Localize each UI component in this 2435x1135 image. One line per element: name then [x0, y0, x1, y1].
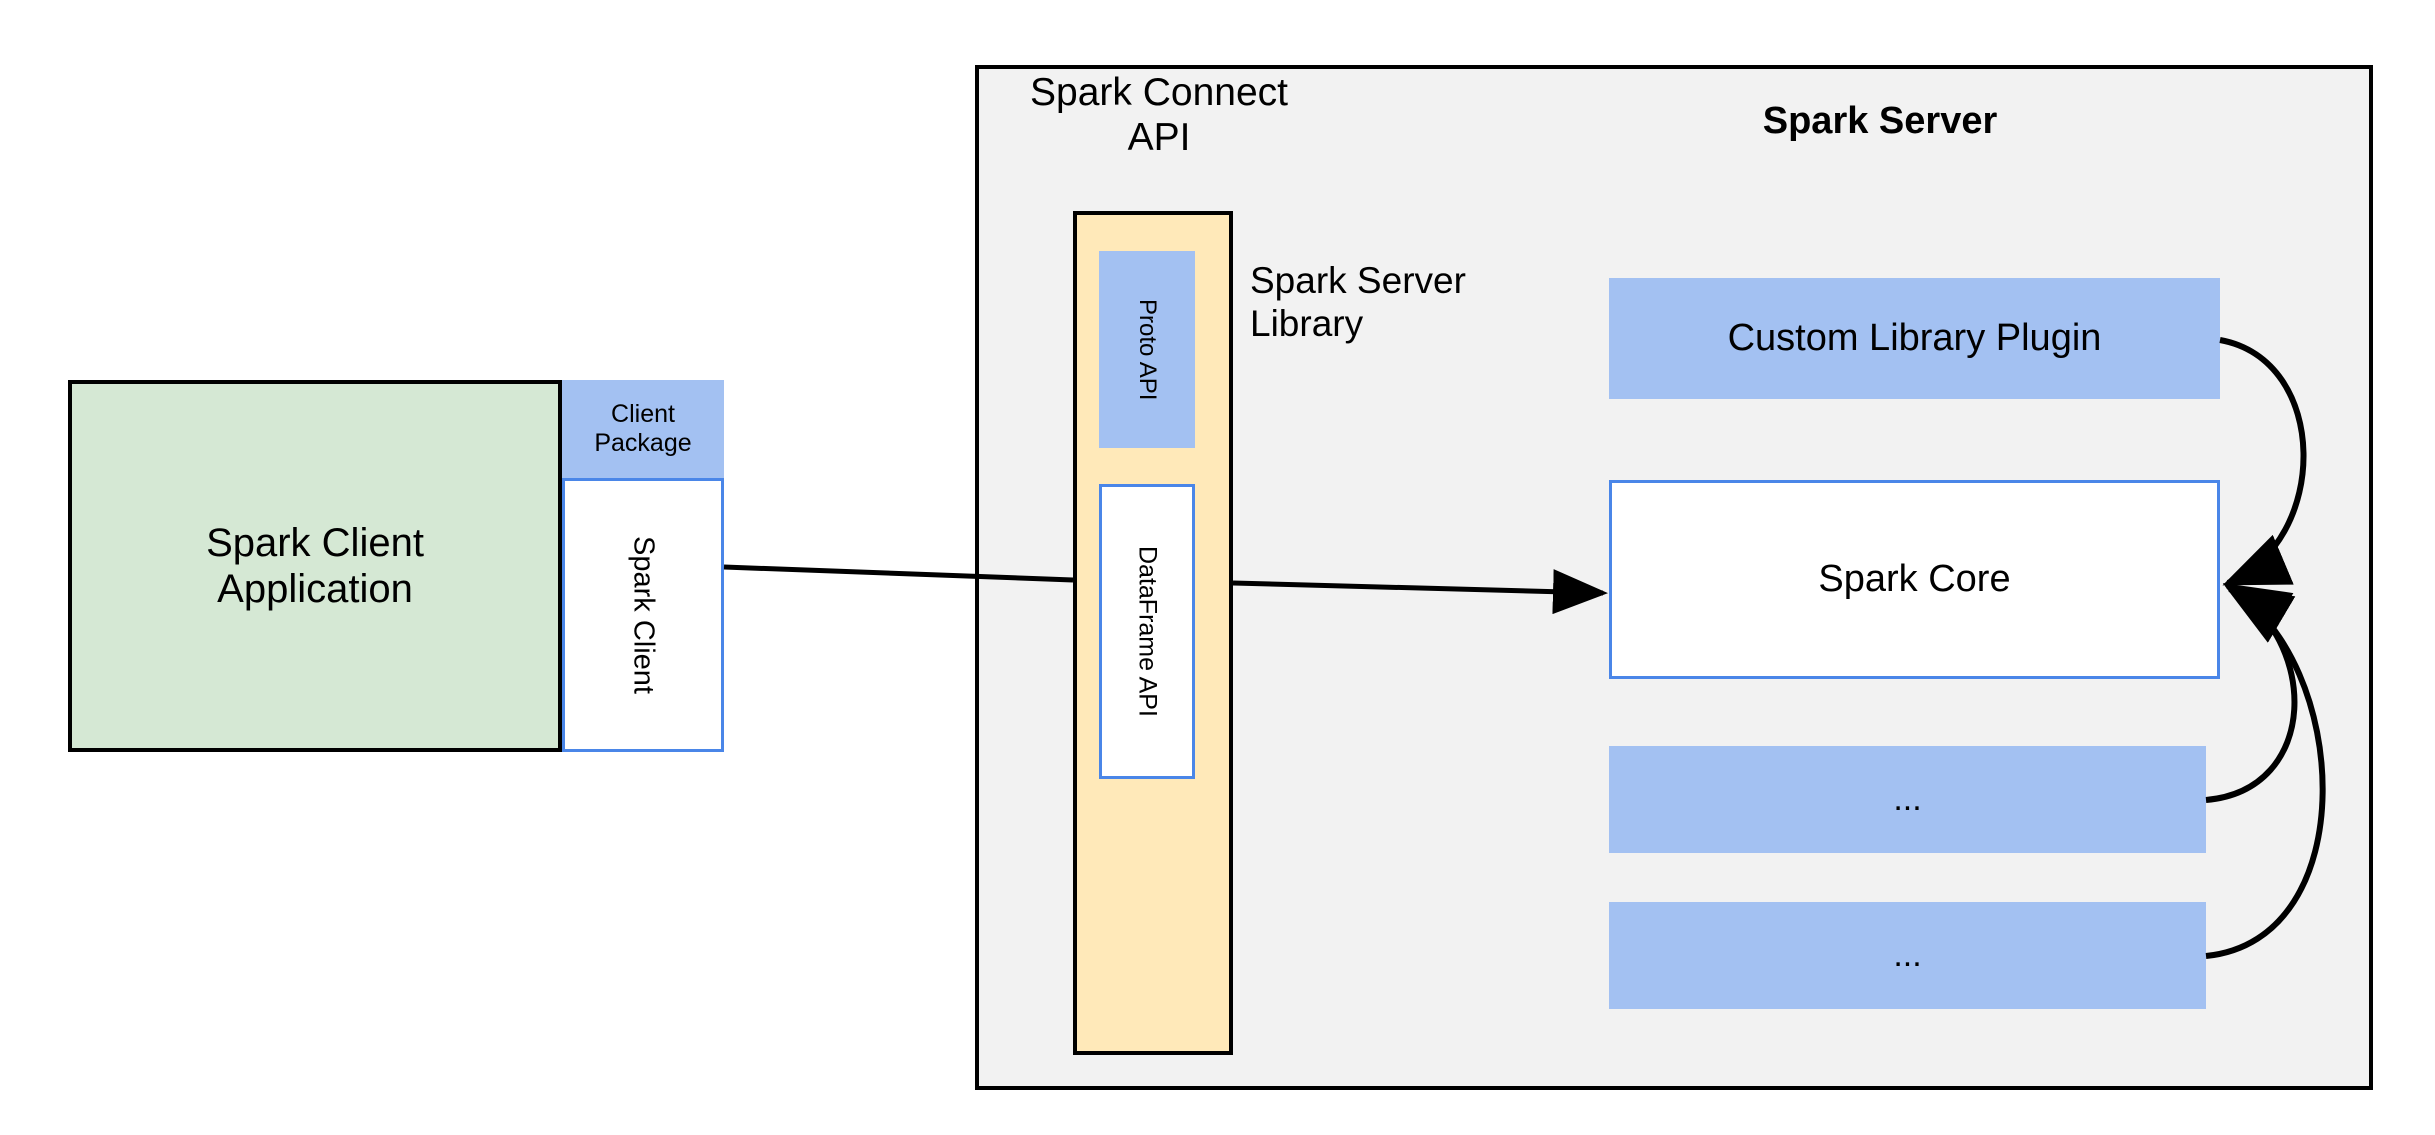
spark-connect-api-label: Spark Connect API — [999, 68, 1319, 164]
dataframe-api-box[interactable]: DataFrame API — [1099, 484, 1195, 779]
spark-client-application-box[interactable]: Spark Client Application — [68, 380, 562, 752]
spark-client-application-label-line2: Application — [217, 567, 413, 611]
spark-client-box[interactable]: Spark Client — [562, 478, 724, 752]
spark-client-label: Spark Client — [627, 536, 660, 694]
spark-server-library-label-line1: Spark Server — [1250, 260, 1466, 302]
spark-connect-api-label-line2: API — [1127, 116, 1191, 159]
spark-server-library-label: Spark Server Library — [1250, 248, 1580, 358]
spark-server-title: Spark Server — [1762, 100, 1998, 143]
client-package-label-line1: Client — [611, 400, 675, 429]
more-components-box-2[interactable]: ... — [1609, 902, 2206, 1009]
dataframe-api-label: DataFrame API — [1133, 546, 1162, 717]
spark-core-box[interactable]: Spark Core — [1609, 480, 2220, 679]
client-package-label-line2: Package — [594, 429, 692, 457]
client-package-box[interactable]: Client Package — [562, 380, 724, 478]
custom-library-plugin-box[interactable]: Custom Library Plugin — [1609, 278, 2220, 399]
proto-api-box[interactable]: Proto API — [1099, 251, 1195, 448]
spark-server-library-label-line2: Library — [1250, 303, 1364, 344]
proto-api-label: Proto API — [1133, 298, 1161, 401]
spark-connect-api-label-line1: Spark Connect — [1030, 71, 1288, 115]
more-components-box-1[interactable]: ... — [1609, 746, 2206, 853]
spark-client-application-label-line1: Spark Client — [206, 521, 424, 565]
